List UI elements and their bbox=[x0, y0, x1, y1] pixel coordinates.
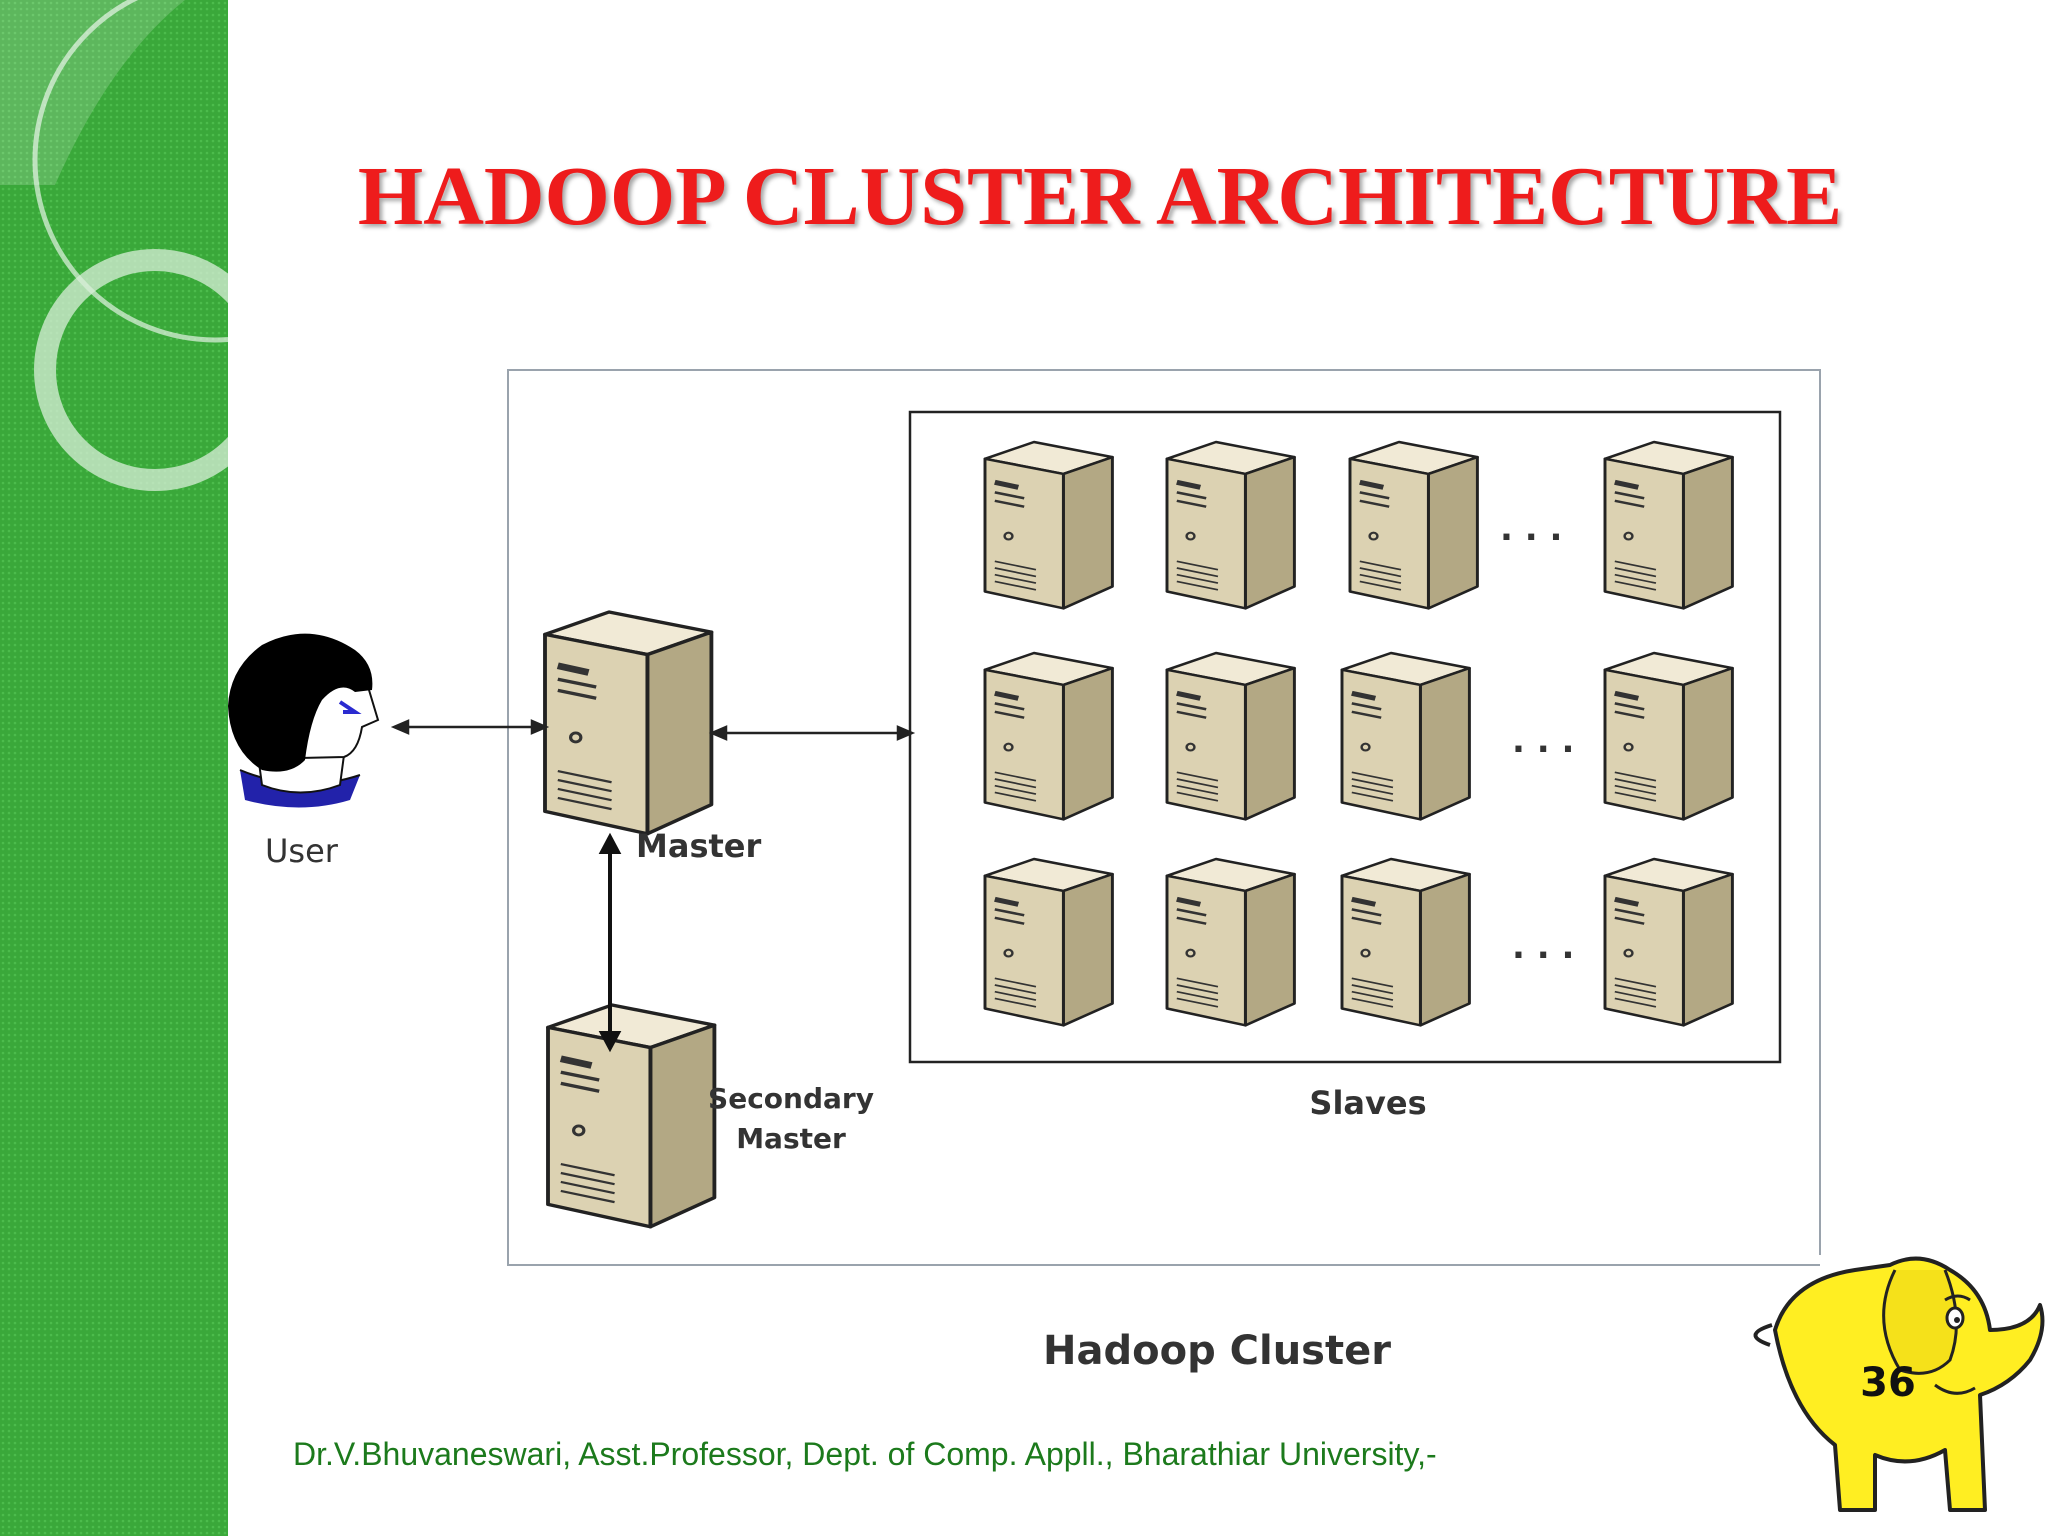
slave-server-icon bbox=[1167, 653, 1294, 819]
cluster-caption: Hadoop Cluster bbox=[1043, 1328, 1391, 1374]
user-icon bbox=[228, 633, 380, 808]
secondary-master-label-line1: Secondary bbox=[708, 1082, 874, 1115]
footer-credit: Dr.V.Bhuvaneswari, Asst.Professor, Dept.… bbox=[293, 1436, 1437, 1472]
slave-server-icon bbox=[1167, 442, 1294, 608]
master-slaves-arrow bbox=[708, 725, 916, 741]
slave-server-icon bbox=[1350, 442, 1477, 608]
user-label: User bbox=[265, 832, 339, 870]
secondary-master-label-line2: Master bbox=[736, 1122, 846, 1155]
master-label: Master bbox=[636, 827, 761, 865]
slide-title: HADOOP CLUSTER ARCHITECTURE bbox=[357, 150, 1843, 243]
master-secondary-arrow bbox=[598, 832, 622, 1053]
slaves-frame bbox=[908, 410, 1782, 1064]
slave-server-icon bbox=[985, 859, 1112, 1025]
slave-server-icon bbox=[1167, 859, 1294, 1025]
cluster-frame bbox=[507, 369, 1821, 1266]
master-server-icon bbox=[545, 612, 711, 834]
slaves-ellipsis-row2: . . . bbox=[1512, 721, 1574, 761]
slaves-ellipsis-row1: . . . bbox=[1500, 509, 1562, 549]
slave-server-icon bbox=[1342, 859, 1469, 1025]
green-sidebar bbox=[0, 0, 228, 1536]
slave-server-icon bbox=[1342, 653, 1469, 819]
page-number: 36 bbox=[1860, 1360, 1916, 1406]
slave-server-icon bbox=[985, 653, 1112, 819]
sidebar-ring-small bbox=[34, 249, 228, 491]
secondary-master-server-icon bbox=[548, 1005, 714, 1227]
slaves-ellipsis-row3: . . . bbox=[1512, 927, 1574, 967]
user-master-arrow bbox=[390, 719, 550, 735]
hadoop-elephant-logo bbox=[1753, 1256, 2045, 1512]
sidebar-ring-large bbox=[32, 0, 228, 343]
slave-server-icon bbox=[1605, 653, 1732, 819]
slaves-label: Slaves bbox=[1309, 1084, 1426, 1122]
slave-server-icon bbox=[1605, 859, 1732, 1025]
slave-server-icon bbox=[985, 442, 1112, 608]
slave-server-icon bbox=[1605, 442, 1732, 608]
